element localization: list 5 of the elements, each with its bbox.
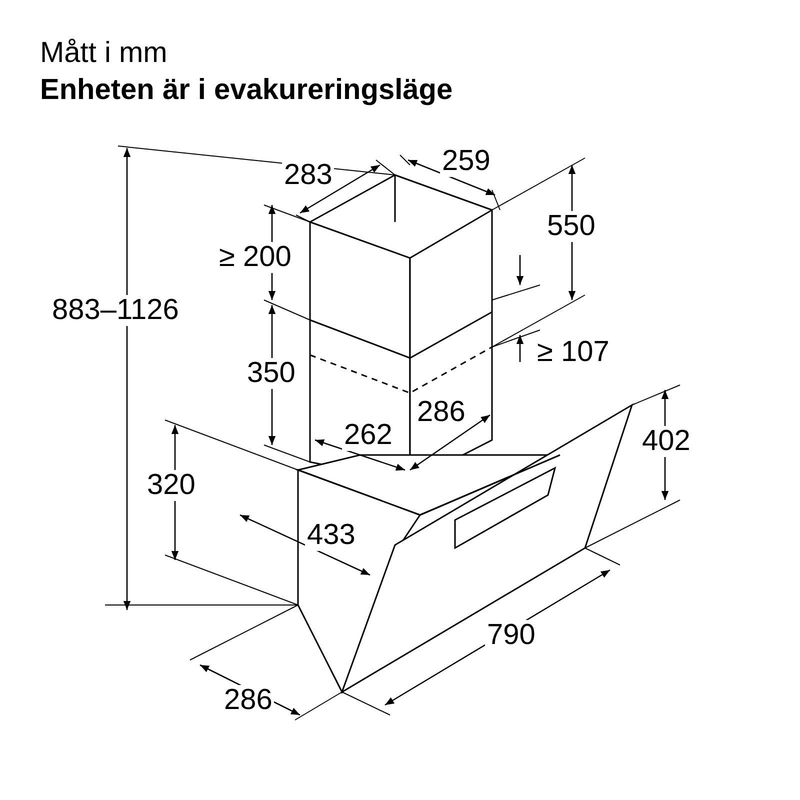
dimension-label: ≥ 200 <box>217 242 294 273</box>
dimension-label: 320 <box>145 470 198 501</box>
dimension-label: 350 <box>245 358 298 389</box>
dimension-label: 550 <box>545 211 598 242</box>
dimension-label: 883–1126 <box>50 295 181 326</box>
